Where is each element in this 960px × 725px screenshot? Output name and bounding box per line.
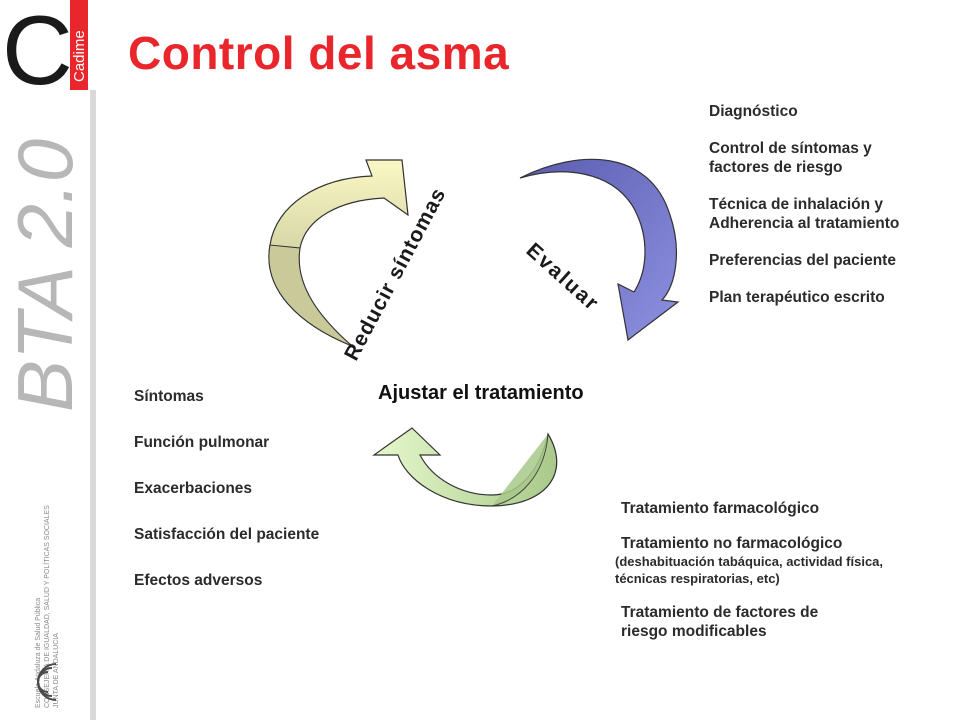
list-item-text: Síntomas: [134, 388, 204, 405]
list-item-text: factores de riesgo: [709, 159, 843, 176]
list-item-text: Tratamiento farmacológico: [621, 500, 820, 517]
brand-sidebar: C Cadime BTA 2.0 Escuela Andaluza de Sal…: [0, 0, 96, 720]
list-item-text: Satisfacción del paciente: [134, 526, 320, 543]
publisher-line-2: CONSEJERÍA DE IGUALDAD, SALUD Y POLÍTICA…: [42, 505, 51, 708]
list-item-text: Efectos adversos: [134, 572, 263, 589]
adjust-treatment-label: Ajustar el tratamiento: [378, 382, 584, 404]
list-item: Tratamiento farmacológico: [621, 499, 883, 518]
list-item: Diagnóstico: [709, 102, 899, 121]
list-item: Tratamiento de factores de riesgo modific…: [621, 603, 883, 641]
publication-title: BTA 2.0: [1, 139, 89, 412]
adjust-arrow-shade: [491, 433, 549, 507]
list-item-text: Control de síntomas y: [709, 140, 872, 157]
list-item: Tratamiento no farmacológico (deshabituac…: [615, 534, 883, 587]
logo-word: Cadime: [71, 30, 88, 82]
publisher-credits: Escuela Andaluza de Salud Pública CONSEJ…: [35, 505, 60, 708]
list-item-text: Plan terapéutico escrito: [709, 289, 885, 306]
publisher-line-1: Escuela Andaluza de Salud Pública: [35, 598, 42, 708]
junta-logo-icon: [37, 663, 57, 701]
list-item: Satisfacción del paciente: [134, 525, 319, 544]
list-item-text: Función pulmonar: [134, 434, 270, 451]
list-item-text: Tratamiento de factores de: [621, 604, 819, 621]
list-item-text: Técnica de inhalación y: [709, 196, 884, 213]
list-item-text: Exacerbaciones: [134, 480, 253, 497]
list-item-subtext: (deshabituación tabáquica, actividad fís…: [615, 554, 884, 569]
list-item-text: riesgo modificables: [621, 623, 767, 640]
list-item: Exacerbaciones: [134, 479, 319, 498]
reduce-arrow-shade: [268, 244, 353, 347]
evaluate-arrow: [519, 158, 680, 342]
publisher-line-3: JUNTA DE ANDALUCIA: [53, 633, 60, 708]
list-item: Función pulmonar: [134, 433, 319, 452]
list-item-text: Tratamiento no farmacológico: [621, 535, 843, 552]
list-item: Preferencias del paciente: [709, 251, 899, 270]
list-item-subtext: técnicas respiratorias, etc): [615, 571, 780, 586]
reduce-symptoms-label: Reducir síntomas: [340, 184, 451, 365]
list-item: Técnica de inhalación y Adherencia al tra…: [709, 195, 899, 233]
list-item-text: Adherencia al tratamiento: [709, 215, 900, 232]
logo-letter: C: [2, 0, 73, 105]
list-item-text: Preferencias del paciente: [709, 252, 896, 269]
page-title: Control del asma: [128, 27, 510, 79]
list-item: Control de síntomas y factores de riesgo: [709, 139, 899, 177]
evaluate-arrow-fold: [631, 204, 646, 293]
list-item-text: Diagnóstico: [709, 103, 798, 120]
evaluate-label: Evaluar: [522, 239, 604, 316]
list-item: Efectos adversos: [134, 571, 319, 590]
list-item: Plan terapéutico escrito: [709, 288, 899, 307]
logo-red-band: [70, 0, 88, 90]
list-item: Síntomas: [134, 387, 319, 406]
